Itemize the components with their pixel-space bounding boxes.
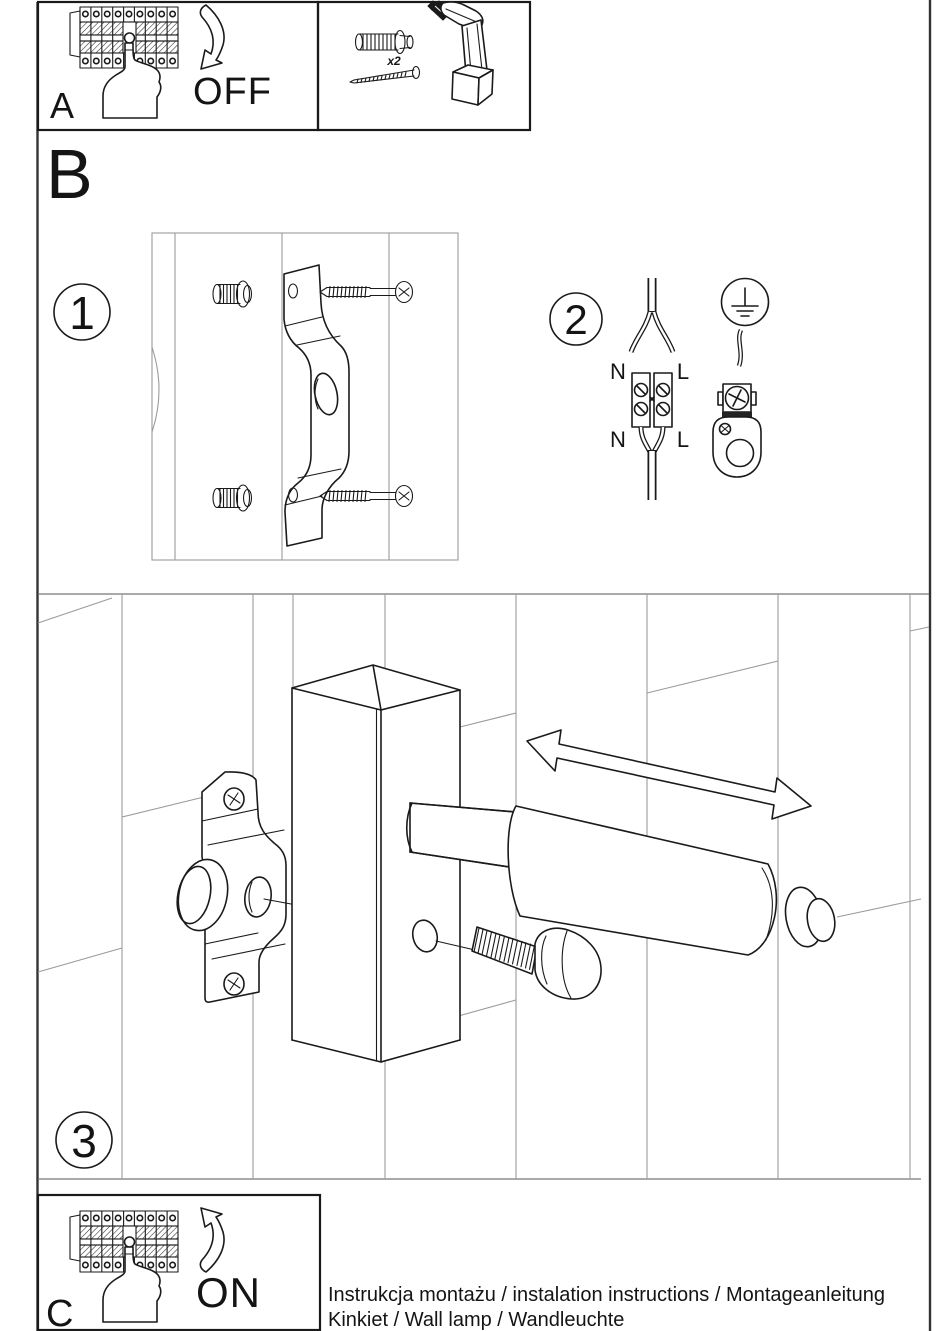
earth-symbol-icon: [720, 277, 770, 327]
arrow-up-icon: [199, 1207, 225, 1273]
direction-arrow: [526, 729, 812, 820]
lamp-tube: [405, 802, 836, 956]
step-1-number: 1: [69, 287, 95, 339]
lamp-body: [291, 664, 461, 1063]
bracket-screw: [223, 972, 245, 996]
label-live-bottom: L: [677, 427, 689, 452]
bolt-head: [534, 927, 602, 1000]
step-1-badge: [53, 283, 111, 341]
label-live-top: L: [677, 359, 689, 384]
mounting-screw-icon: [319, 280, 414, 304]
screw-icon: [349, 65, 421, 84]
bracket-3d: [176, 771, 292, 1003]
mounting-bolt: [411, 919, 602, 1000]
step-2-diagram: 2 N L N L: [549, 277, 770, 501]
mounting-screw-icon: [319, 484, 414, 508]
wall-plug-icon: [354, 29, 414, 55]
wall-anchor-icon: [212, 280, 253, 308]
wall-planks: [37, 594, 930, 1179]
tools-box: x2: [316, 0, 532, 132]
bolt-hole: [411, 919, 439, 953]
wall-anchor-icon: [212, 484, 253, 512]
panel-c-label: C: [46, 1293, 73, 1331]
step-3-diagram: 3: [37, 593, 930, 1180]
step-3-number: 3: [71, 1115, 97, 1167]
footer-text-line1: Instrukcja montażu / instalation instruc…: [328, 1284, 885, 1306]
bracket-bottom-hole: [287, 487, 299, 503]
panel-a-label: A: [50, 85, 74, 126]
step-2-number: 2: [564, 296, 587, 343]
on-label: ON: [196, 1269, 261, 1316]
terminal-block: [631, 372, 673, 428]
arrow-down-icon: [199, 4, 225, 70]
earth-wire: [736, 328, 744, 367]
label-neutral-top: N: [610, 359, 626, 384]
anchor-qty-label: x2: [386, 54, 401, 68]
bracket-center-hole: [244, 876, 272, 918]
wall-panel: [151, 232, 459, 561]
panel-c-box: ON C: [36, 1193, 322, 1331]
supply-cable: [628, 277, 676, 353]
label-neutral-bottom: N: [610, 427, 626, 452]
footer-text-line2: Kinkiet / Wall lamp / Wandleuchte: [328, 1309, 624, 1331]
bracket-top-hole: [287, 283, 299, 299]
lamp-wires: [638, 426, 666, 501]
step-2-badge: [549, 292, 603, 346]
bracket-screw: [223, 787, 245, 811]
step-1-diagram: 1: [53, 232, 459, 561]
drill-icon: [427, 0, 494, 106]
panel-a-box: OFF A: [36, 0, 320, 132]
section-b-label: B: [46, 135, 93, 213]
step-3-badge: [55, 1111, 113, 1169]
ground-terminal: [712, 383, 762, 478]
off-label: OFF: [193, 71, 272, 113]
